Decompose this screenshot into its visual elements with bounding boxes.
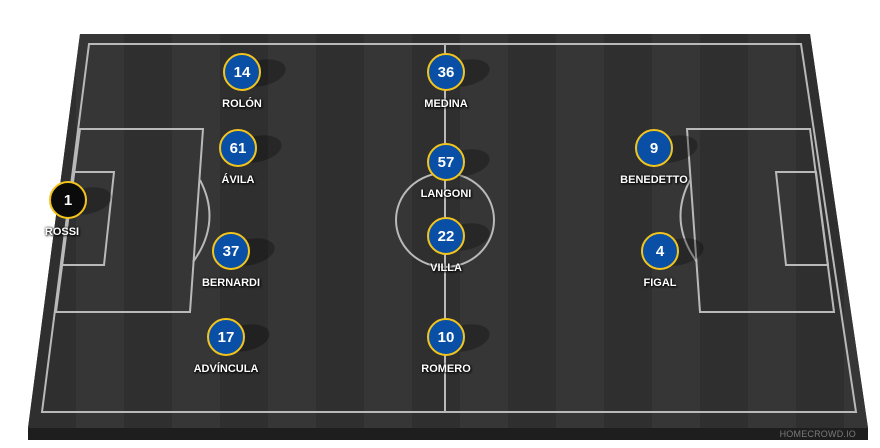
left-goal-area bbox=[60, 171, 116, 266]
pitch-stripe bbox=[796, 34, 844, 428]
player-number-badge: 36 bbox=[427, 53, 465, 91]
player-number-badge: 22 bbox=[427, 217, 465, 255]
player-number-badge: 37 bbox=[212, 232, 250, 270]
player-number-badge: 57 bbox=[427, 143, 465, 181]
pitch-stripe bbox=[748, 34, 796, 428]
pitch-stripe bbox=[700, 34, 748, 428]
pitch-stripe bbox=[220, 34, 268, 428]
player-number-badge: 61 bbox=[219, 129, 257, 167]
watermark: HOMECROWD.IO bbox=[779, 429, 856, 439]
pitch-stripe bbox=[364, 34, 412, 428]
right-penalty-arc bbox=[679, 179, 698, 263]
player-name: FIGAL bbox=[643, 277, 677, 289]
pitch-stripe bbox=[316, 34, 364, 428]
pitch-stripe bbox=[508, 34, 556, 428]
touchline-boundary bbox=[40, 43, 858, 413]
player-number-badge: 4 bbox=[641, 232, 679, 270]
player-name: ROSSI bbox=[44, 226, 80, 238]
right-goal-area bbox=[774, 171, 830, 266]
pitch-stripe bbox=[652, 34, 700, 428]
pitch-stripe bbox=[76, 34, 124, 428]
player-name: BENEDETTO bbox=[620, 174, 688, 186]
player-name: BERNARDI bbox=[201, 277, 261, 289]
left-penalty-arc bbox=[192, 179, 211, 263]
right-penalty-area bbox=[685, 128, 836, 313]
player-name: ÁVILA bbox=[221, 174, 255, 186]
player-name: VILLA bbox=[430, 262, 462, 274]
pitch-stripe bbox=[460, 34, 508, 428]
pitch-stripe bbox=[844, 34, 868, 428]
player-name: ROLÓN bbox=[222, 98, 262, 110]
pitch-edge bbox=[28, 428, 868, 440]
pitch-stripe bbox=[604, 34, 652, 428]
player-name: ADVÍNCULA bbox=[193, 363, 259, 375]
player-name: LANGONI bbox=[420, 188, 472, 200]
player-name: MEDINA bbox=[424, 98, 468, 110]
player-number-badge: 17 bbox=[207, 318, 245, 356]
player-number-badge: 1 bbox=[49, 181, 87, 219]
player-name: ROMERO bbox=[421, 363, 471, 375]
pitch-stripe bbox=[28, 34, 76, 428]
player-number-badge: 9 bbox=[635, 129, 673, 167]
pitch-stripe bbox=[556, 34, 604, 428]
player-number-badge: 14 bbox=[223, 53, 261, 91]
pitch-stripe bbox=[124, 34, 172, 428]
player-number-badge: 10 bbox=[427, 318, 465, 356]
pitch-stripe bbox=[268, 34, 316, 428]
